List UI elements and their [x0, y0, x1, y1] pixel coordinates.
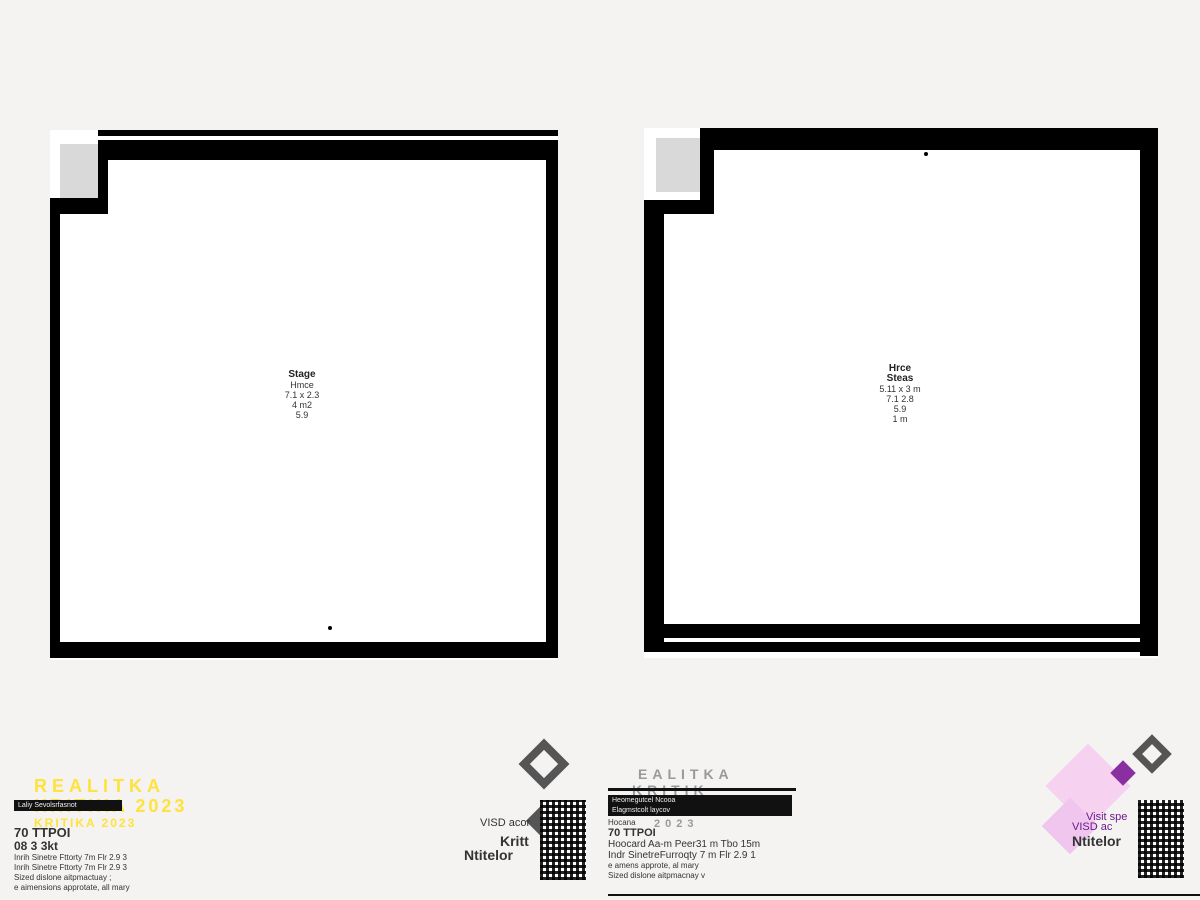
room-height: 5.9 — [295, 410, 309, 420]
award-badge: Laliy Sevolsrfasnot — [14, 800, 122, 811]
wall-bottom — [50, 642, 558, 658]
room-name: Steas — [886, 373, 914, 384]
detail-line-4: Indr SinetreFurroqty 7 m Flr 2.9 1 — [608, 850, 756, 861]
brand-visit: Visit spe — [1086, 811, 1128, 823]
room-interior — [108, 160, 546, 642]
wall-right — [546, 140, 558, 658]
detail-line-5: Sized dislone aitpmactuay ; — [14, 873, 112, 882]
dark-diamond-icon — [1132, 734, 1172, 774]
wall-marker — [328, 626, 332, 630]
wall-left — [50, 198, 60, 658]
award-badge-1: Heomegutcel Ncooa — [608, 795, 792, 806]
brand-kritt: Kritt — [500, 833, 529, 849]
logo-diamond-icon — [518, 738, 570, 790]
detail-line-2: 70 TTPOI — [608, 827, 656, 839]
wall-step — [50, 198, 108, 214]
detail-line-3: Hoocard Aa-m Peer31 m Tbo 15m — [608, 839, 761, 850]
detail-line-2: 08 3 3kt — [14, 839, 59, 853]
wall-top — [704, 128, 1158, 150]
room-height-unit: 1 m — [892, 414, 908, 424]
room-dimensions-alt: 7.1 2.8 — [886, 394, 914, 404]
room-interior-left — [664, 214, 714, 624]
wall-left — [644, 200, 664, 652]
wall-bottom — [644, 624, 1158, 638]
detail-line-6: e aimensions approtate, all mary — [14, 883, 130, 892]
room-dimensions: 5.11 x 3 m — [879, 384, 921, 394]
room-label: Hrce Steas 5.11 x 3 m 7.1 2.8 5.9 1 m — [870, 363, 930, 425]
room-label: Stage Hmce 7.1 x 2.3 4 m2 5.9 — [272, 369, 332, 421]
detail-line-3: Inrih Sinetre Fttorty 7m Flr 2.9 3 — [14, 853, 127, 862]
floor-plan-right: Hrce Steas 5.11 x 3 m 7.1 2.8 5.9 1 m — [644, 128, 1158, 658]
detail-line-4: Inrih Sinetre Fttorty 7m Flr 2.9 3 — [14, 863, 127, 872]
wall-left-upper — [700, 128, 714, 214]
wall-step — [644, 200, 714, 214]
wall-top-inner — [100, 140, 550, 160]
room-name: Stage — [288, 369, 316, 380]
wall-bottom-outer — [644, 642, 1158, 652]
divider — [608, 788, 796, 791]
room-dimensions: 7.1 x 2.3 — [284, 390, 320, 400]
room-subname: Hrce — [888, 363, 912, 374]
detail-line-5: e amens approte, al mary — [608, 861, 699, 870]
detail-line-1: 70 TTPOI — [14, 825, 71, 840]
corner-notch — [656, 138, 700, 192]
wall-left-upper — [98, 140, 108, 215]
corner-notch — [60, 144, 98, 198]
detail-line-1: Hocana — [608, 818, 636, 827]
brand-ntitelor-right: Ntitelor — [1072, 833, 1121, 849]
room-height: 5.9 — [893, 404, 907, 414]
award-badge-2: Elagmstcolt laycov — [608, 805, 792, 816]
wall-marker — [924, 152, 928, 156]
floor-plan-left: Stage Hmce 7.1 x 2.3 4 m2 5.9 — [50, 130, 558, 660]
brand-ntitelor: Ntitelor — [464, 847, 513, 863]
detail-line-6: Sized dislone aitpmacnay v — [608, 871, 705, 880]
brand-year: 2023 — [654, 818, 699, 830]
wall-top — [98, 130, 558, 136]
property-details: 70 TTPOI 08 3 3kt Inrih Sinetre Fttorty … — [14, 826, 224, 893]
wall-right — [1140, 128, 1158, 656]
brand-kritika-sub: KRITIKA 2023 — [34, 816, 137, 830]
qr-code-icon-right — [1138, 800, 1184, 878]
qr-code-icon — [540, 800, 586, 880]
brand-visd-ac: VISD ac — [1072, 821, 1113, 833]
bottom-line — [608, 894, 1200, 896]
brand-realitka: REALITKA — [34, 776, 165, 796]
room-subname: Hmce — [290, 380, 314, 390]
room-interior — [714, 150, 1140, 624]
property-details-center: Hocana 70 TTPOI Hoocard Aa-m Peer31 m Tb… — [608, 818, 808, 881]
brand-ealitka: EALITKA — [638, 766, 734, 782]
brand-visd: VISD acor — [480, 817, 531, 829]
room-area: 4 m2 — [291, 400, 312, 410]
room-interior-left — [60, 214, 108, 642]
